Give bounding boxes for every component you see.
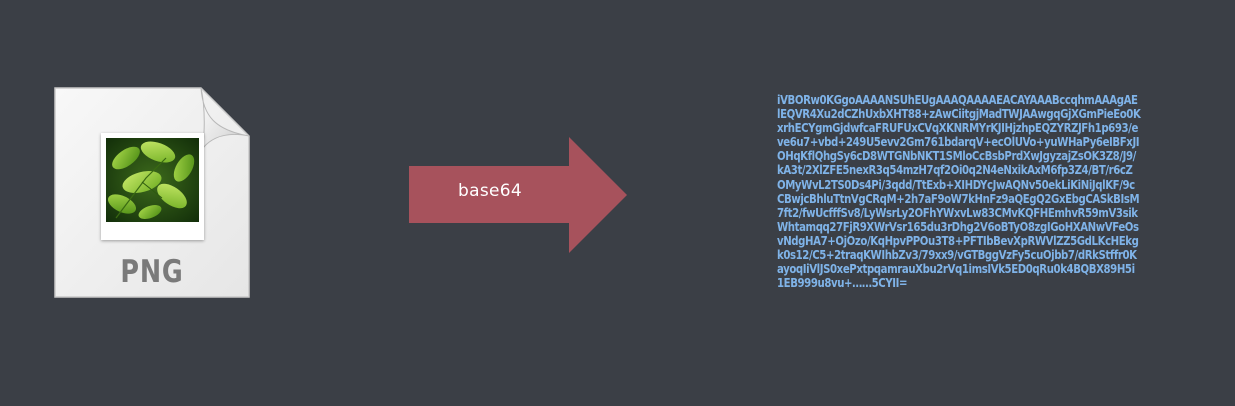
base64-line: lEQVR4Xu2dCZhUxbXHT88+zAwCiitgjMadTWJAAw… (777, 106, 1141, 122)
png-file-icon: PNG (53, 86, 251, 299)
base64-line: Whtamqq27FjR9XWrVsr165du3rDhg2V6oBTyO8zg… (777, 218, 1139, 234)
file-extension-label: PNG (120, 254, 184, 290)
base64-line: 1EB999u8vu+……5CYII= (777, 275, 908, 291)
base64-line: ve6u7+vbd+249U5evv2Gm761bdarqV+ecOlUVo+y… (777, 134, 1140, 150)
arrow-label: base64 (458, 181, 522, 201)
base64-line: OMyWvL2TS0Ds4Pi/3qdd/TtExb+XIHDYcJwAQNv5… (777, 176, 1135, 192)
base64-line: OHqKflQhgSy6cD8WTGNbNKT1SMloCcBsbPrdXwJg… (777, 148, 1136, 164)
base64-text-block: iVBORw0KGgoAAAANSUhEUgAAAQAAAAEACAYAAABc… (777, 92, 1157, 291)
base64-line: xrhECYgmGjdwfcaFRUFUxCVqXKNRMYrKJIHjzhpE… (777, 120, 1138, 136)
base64-line: ayoqIiVlJS0xePxtpqamrauXbu2rVq1imsIVk5ED… (777, 261, 1135, 277)
base64-line: CBwjcBhluTtnVgCRqM+2h7aF9oW7kHnFz9aQEgQ2… (777, 190, 1140, 206)
image-thumbnail (101, 133, 204, 240)
base64-line: 7ft2/fwUcfffSv8/LyWsrLy2OFhYWxvLw83CMvKQ… (777, 204, 1138, 220)
base64-line: kA3t/2XlZFE5nexR3q54mzH7qf2Oi0q2N4eNxikA… (777, 162, 1133, 178)
base64-line: iVBORw0KGgoAAAANSUhEUgAAAQAAAAEACAYAAABc… (777, 92, 1138, 107)
base64-line: k0s12/C5+2traqKWIhbZv3/79xx9/vGTBggVzFy5… (777, 247, 1137, 263)
base64-line: vNdgHA7+OjOzo/KqHpvPPOu3T8+PFTIbBevXpRWV… (777, 232, 1139, 248)
right-arrow-icon (409, 137, 627, 253)
conversion-arrow: base64 (409, 137, 627, 253)
leaves-photo (106, 138, 199, 222)
